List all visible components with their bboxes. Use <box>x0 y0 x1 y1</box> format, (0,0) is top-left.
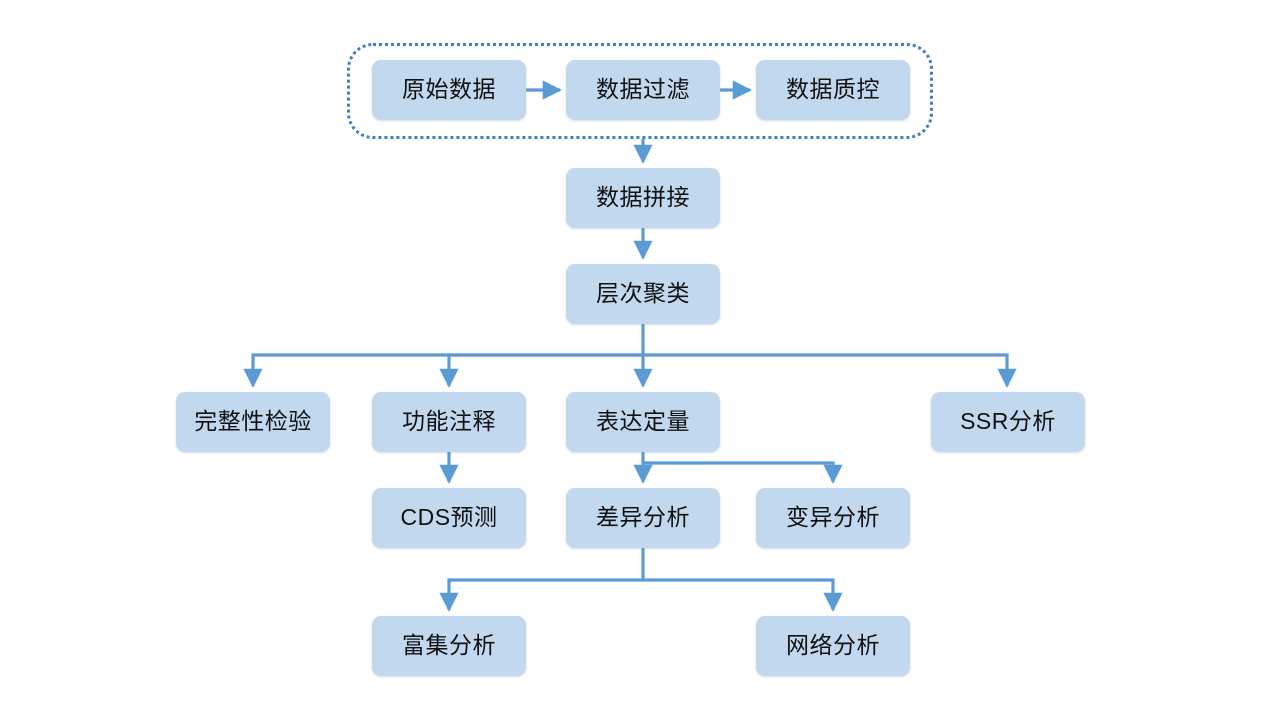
node-hier-cluster[interactable]: 层次聚类 <box>566 264 720 324</box>
node-label-data-assembly: 数据拼接 <box>596 184 690 211</box>
node-label-func-annot: 功能注释 <box>402 408 496 435</box>
node-label-raw-data: 原始数据 <box>402 76 496 103</box>
node-label-variant-analysis: 变异分析 <box>786 504 880 531</box>
node-label-hier-cluster: 层次聚类 <box>596 280 690 307</box>
node-diff-analysis[interactable]: 差异分析 <box>566 488 720 548</box>
edge-diff-to-network <box>643 578 843 612</box>
node-label-data-qc: 数据质控 <box>786 76 880 103</box>
node-data-qc[interactable]: 数据质控 <box>756 60 910 120</box>
node-label-ssr-analysis: SSR分析 <box>960 408 1056 435</box>
node-enrich-analysis[interactable]: 富集分析 <box>372 616 526 676</box>
node-variant-analysis[interactable]: 变异分析 <box>756 488 910 548</box>
node-integrity-check[interactable]: 完整性检验 <box>176 392 330 452</box>
node-network-analysis[interactable]: 网络分析 <box>756 616 910 676</box>
edge-cluster-to-integrity <box>243 353 643 388</box>
node-label-diff-analysis: 差异分析 <box>596 504 690 531</box>
node-label-integrity-check: 完整性检验 <box>194 408 312 435</box>
node-func-annot[interactable]: 功能注释 <box>372 392 526 452</box>
node-label-expr-quant: 表达定量 <box>596 408 690 435</box>
node-cds-predict[interactable]: CDS预测 <box>372 488 526 548</box>
edge-cluster-to-funcannot <box>439 353 643 388</box>
data-preprocessing-group <box>347 43 933 139</box>
node-expr-quant[interactable]: 表达定量 <box>566 392 720 452</box>
edge-exprquant-to-variant <box>643 461 843 484</box>
node-label-enrich-analysis: 富集分析 <box>402 632 496 659</box>
node-label-cds-predict: CDS预测 <box>400 504 498 531</box>
node-data-filter[interactable]: 数据过滤 <box>566 60 720 120</box>
node-ssr-analysis[interactable]: SSR分析 <box>931 392 1085 452</box>
node-label-network-analysis: 网络分析 <box>786 632 880 659</box>
node-raw-data[interactable]: 原始数据 <box>372 60 526 120</box>
node-label-data-filter: 数据过滤 <box>596 76 690 103</box>
edge-cluster-to-ssr <box>643 353 1017 388</box>
node-data-assembly[interactable]: 数据拼接 <box>566 168 720 228</box>
edge-diff-to-enrich <box>439 548 645 612</box>
